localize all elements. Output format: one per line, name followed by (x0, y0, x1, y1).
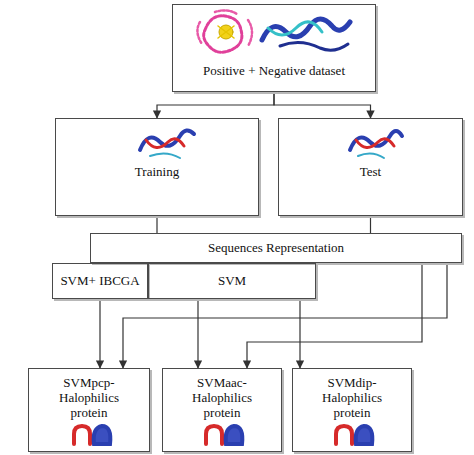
protein-structure (197, 10, 350, 52)
dataset-box: Positive + Negative dataset (172, 4, 376, 92)
flow-arrow (157, 92, 274, 118)
test-box: Test (278, 118, 463, 216)
node-label: SVMpcp- Halophilics protein (43, 376, 135, 421)
node-label: SVMaac- Halophilics protein (177, 376, 267, 421)
node-label: SVM+ IBCGA (60, 274, 139, 289)
node-label: Test (360, 165, 381, 180)
process-box: SVM+ IBCGA (52, 263, 148, 299)
result-box: SVMpcp- Halophilics protein (28, 368, 150, 452)
node-label: Sequences Representation (208, 241, 344, 256)
result-box: SVMdip- Halophilics protein (292, 368, 412, 452)
protein-structure (350, 131, 402, 158)
process-box: SVM (148, 263, 316, 299)
training-box: Training (55, 118, 259, 216)
flow-arrow (247, 263, 422, 368)
flow-arrow (197, 299, 198, 368)
protein-structure (140, 130, 194, 158)
representation-band: Sequences Representation (90, 233, 462, 263)
protein-icon (74, 426, 372, 444)
node-label: SVMdip- Halophilics protein (307, 376, 397, 421)
flow-arrow (370, 216, 371, 233)
flow-arrow (299, 299, 300, 368)
node-label: SVM (218, 274, 246, 289)
flow-arrow (156, 216, 157, 233)
result-box: SVMaac- Halophilics protein (162, 368, 282, 452)
flow-arrow (123, 263, 447, 368)
flow-arrow (274, 92, 371, 118)
node-label: Training (135, 165, 179, 180)
flow-arrow (99, 299, 100, 368)
node-label: Positive + Negative dataset (203, 64, 345, 79)
